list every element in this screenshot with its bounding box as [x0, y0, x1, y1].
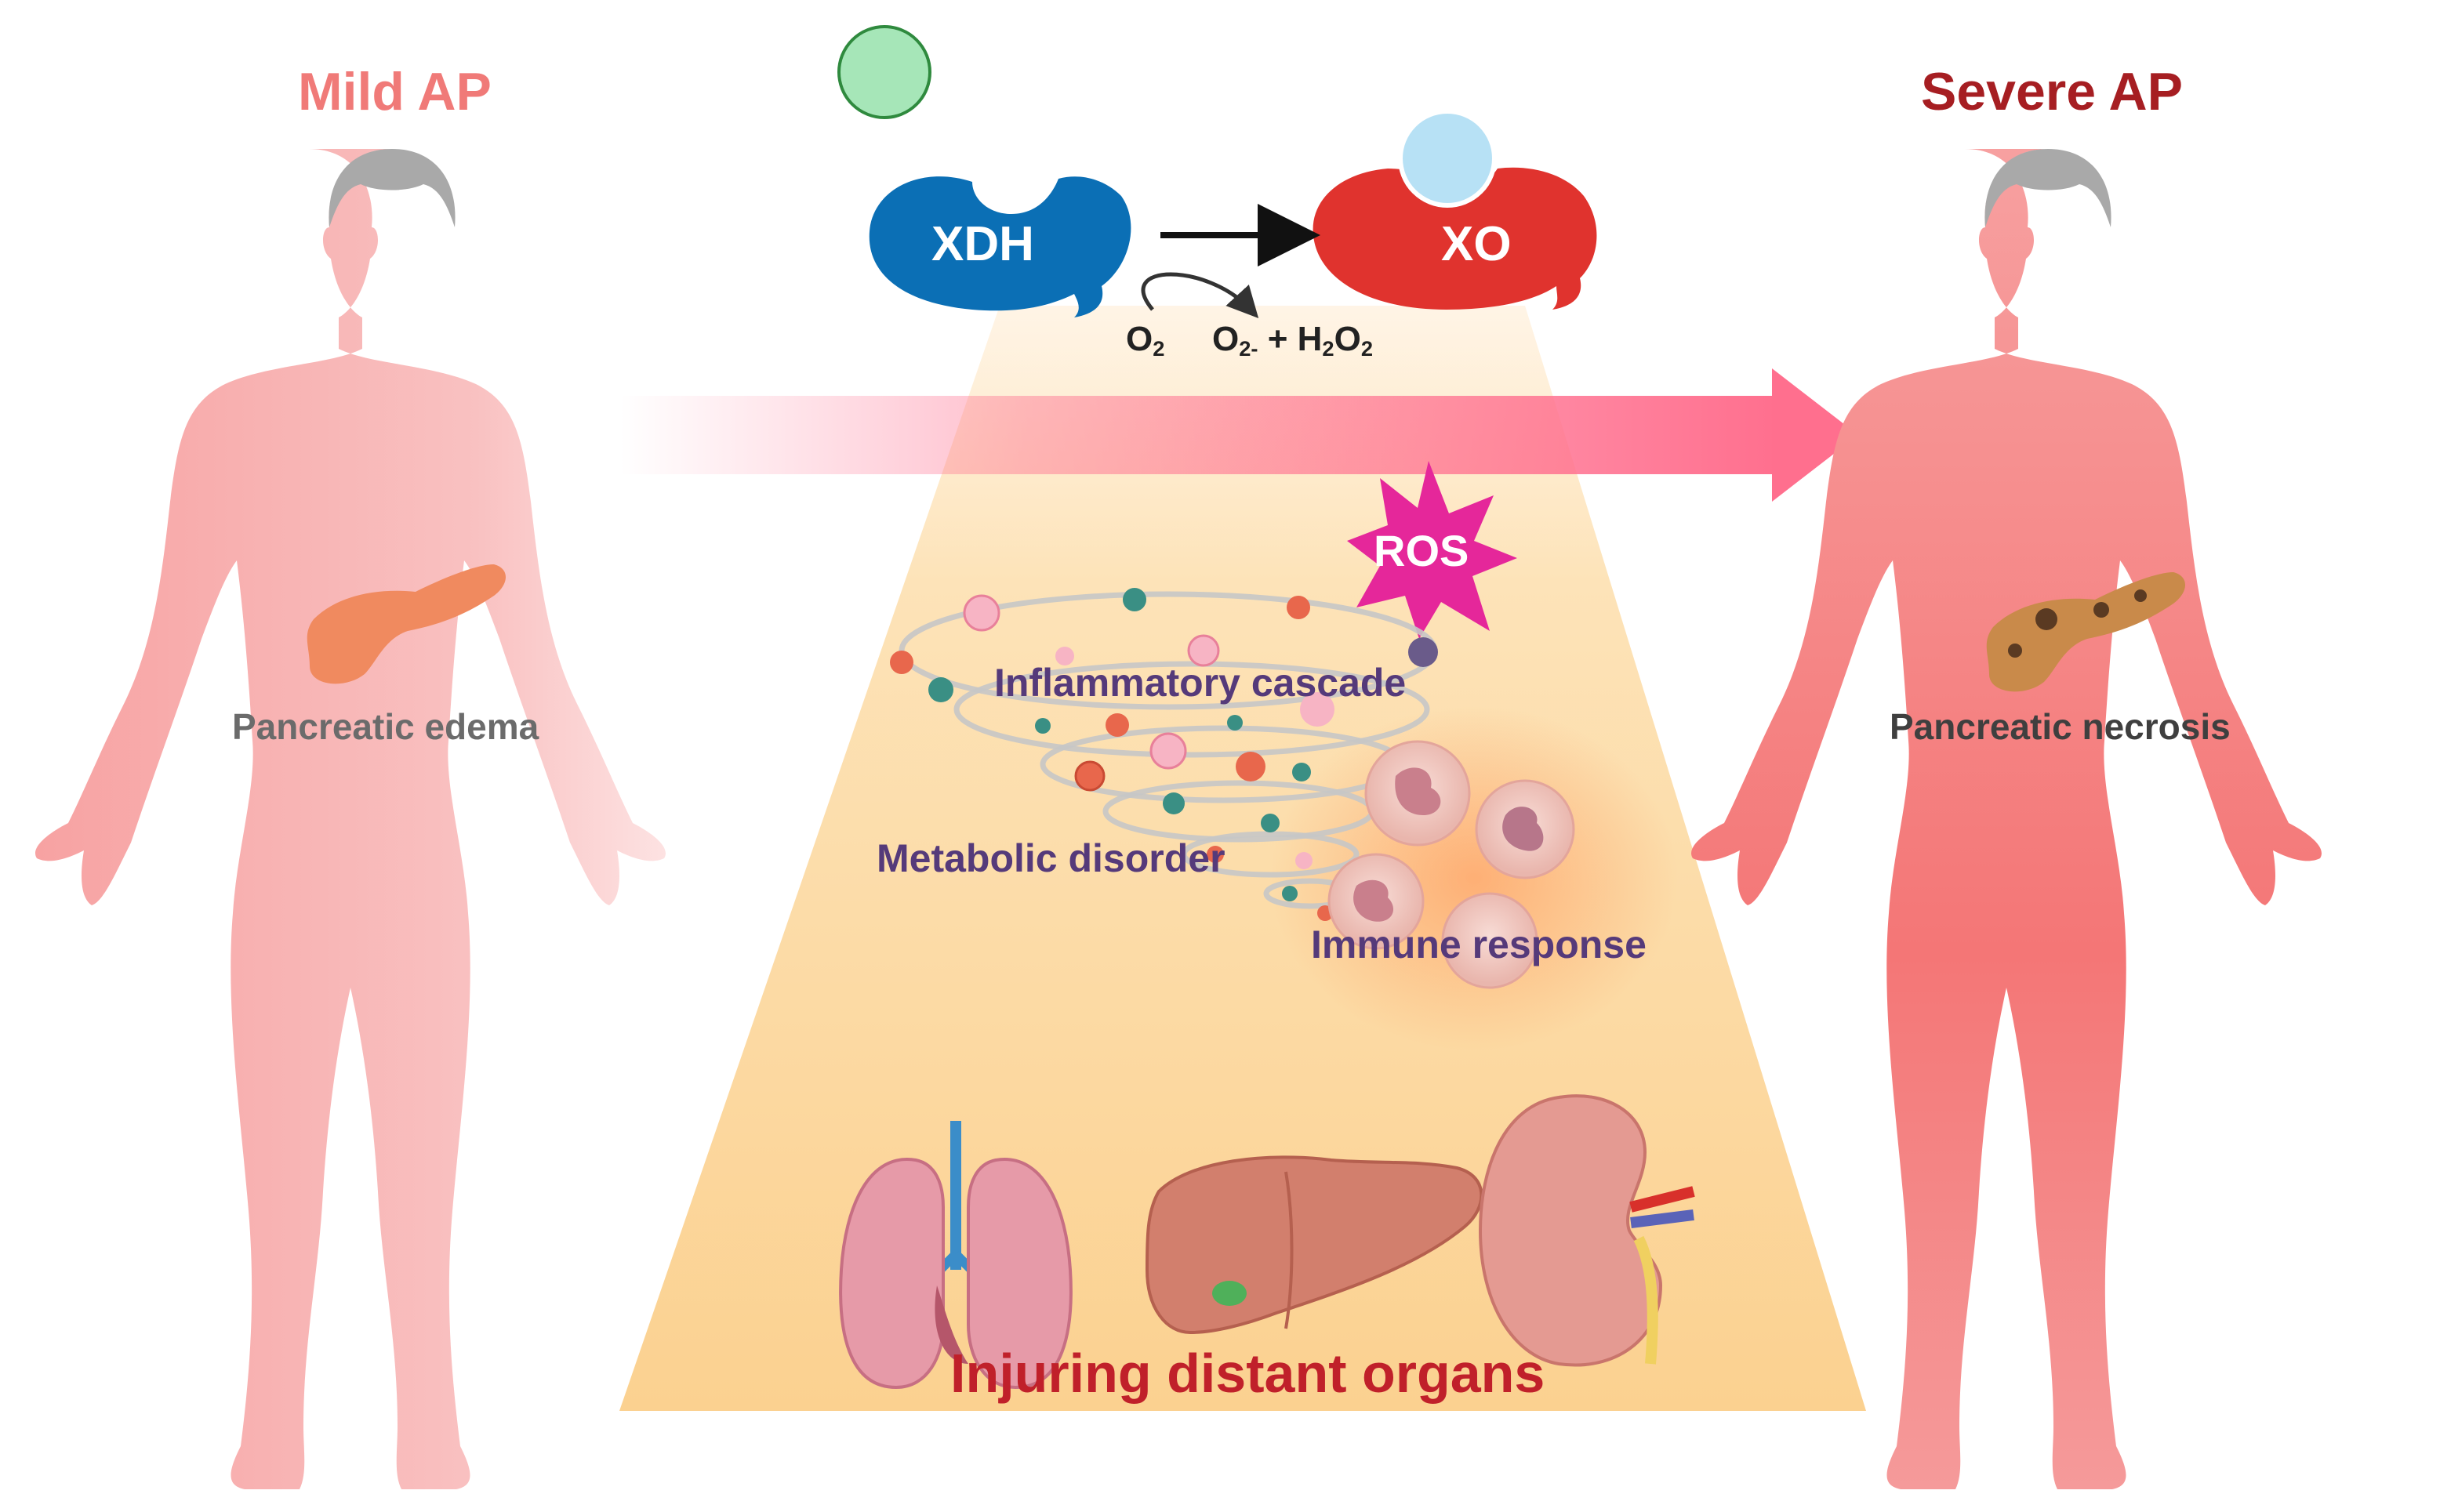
pancreas-icon [307, 564, 506, 684]
immune-glow [1270, 705, 1678, 1050]
substrate-molecule-icon [1398, 109, 1497, 208]
human-body-icon [1691, 149, 2322, 1489]
xo-label: XO [1441, 217, 1512, 271]
neutrophil-icon [1327, 740, 1575, 989]
inflammatory-cascade-label: Inflammatory cascade [994, 661, 1407, 705]
lung-icon [839, 1121, 1073, 1390]
o2-subscript: 2 [1153, 335, 1165, 361]
immune-response-label: Immune response [1311, 923, 1647, 966]
reaction-arrow [1141, 272, 1259, 319]
peroxide-o-symbol: O [1334, 320, 1361, 358]
o2-peroxide-subscript: 2 [1360, 335, 1373, 361]
xdh-label: XDH [931, 217, 1034, 271]
mild-ap-title: Mild AP [298, 62, 492, 121]
severe-ap-title: Severe AP [1921, 62, 2183, 121]
human-body-icon [35, 149, 666, 1489]
liver-icon [1145, 1155, 1483, 1335]
plus-h-symbol: + H [1258, 320, 1323, 358]
products-label: O2- + H2O2 [1212, 320, 1373, 361]
kidney-icon [1478, 1094, 1695, 1367]
metabolic-disorder-label: Metabolic disorder [877, 836, 1225, 880]
xo-enzyme-icon [1313, 167, 1597, 310]
ros-label: ROS [1374, 526, 1469, 575]
superoxide-symbol: O [1212, 320, 1240, 358]
inhibitor-molecule-icon [837, 25, 931, 119]
pancreatic-necrosis-label: Pancreatic necrosis [1890, 706, 2231, 747]
h2-subscript: 2 [1322, 335, 1334, 361]
injuring-distant-organs-label: Injuring distant organs [950, 1343, 1545, 1404]
progression-arrow [619, 368, 1858, 502]
oxygen-label: O2 [1126, 320, 1164, 361]
superoxide-subscript: 2- [1239, 335, 1258, 361]
xdh-enzyme-icon [869, 176, 1131, 317]
ros-starburst-icon [1347, 461, 1517, 639]
pancreas-necrotic-icon [1986, 572, 2185, 692]
pancreatic-edema-label: Pancreatic edema [232, 706, 539, 747]
o2-symbol: O [1126, 320, 1153, 358]
